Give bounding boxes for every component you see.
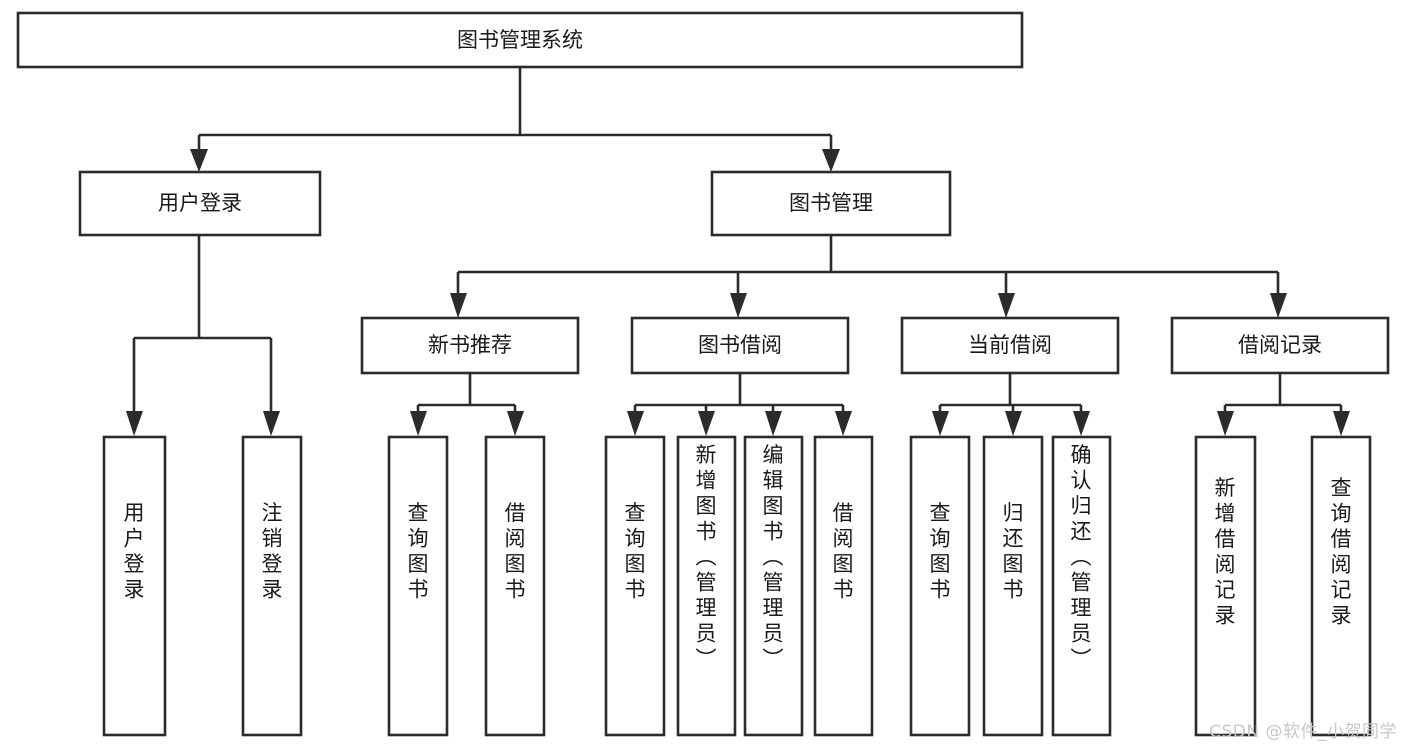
arrow-book-manage [822, 149, 840, 172]
node-leaf-query-book-3-label: 查询图书 [930, 501, 951, 602]
node-leaf-confirm-return-label: 确认归还︵管理员︶ [1071, 443, 1092, 671]
node-leaf-return-book-box [982, 435, 1044, 737]
connector-layer [126, 67, 1350, 436]
node-book-borrow-box [630, 316, 850, 375]
node-leaf-borrow-book-1-label: 借阅图书 [505, 501, 526, 602]
node-leaf-add-book-label: 新增图书︵管理员︶ [696, 443, 717, 671]
node-leaf-logout-box [241, 435, 303, 737]
node-user-login[interactable]: 用户登录 [78, 170, 322, 237]
node-book-manage-box [710, 170, 952, 237]
node-book-manage[interactable]: 图书管理 [710, 170, 952, 237]
arrow-leaf-confirm-return [1073, 411, 1090, 436]
node-root[interactable]: 图书管理系统 [16, 11, 1024, 69]
node-leaf-query-book-1[interactable]: 查询图书 [387, 435, 449, 737]
node-borrow-record-label: 借阅记录 [1238, 333, 1322, 357]
arrow-leaf-query-book-2 [627, 411, 644, 436]
leaf-layer: 用户登录 注销登录 查询图书 借阅图书 查询图书 新增图书︵管理员︶ [102, 435, 1372, 737]
node-leaf-query-book-1-box [387, 435, 449, 737]
node-leaf-edit-book-label: 编辑图书︵管理员︶ [763, 443, 784, 671]
node-leaf-edit-book[interactable]: 编辑图书︵管理员︶ [743, 435, 804, 737]
node-current-borrow-box [900, 316, 1120, 375]
node-leaf-query-book-2-box [604, 435, 666, 737]
arrow-book-borrow [730, 293, 747, 318]
arrow-borrow-record [1270, 293, 1287, 318]
node-leaf-add-book-box [676, 435, 737, 737]
node-book-borrow-label: 图书借阅 [698, 333, 782, 357]
arrow-leaf-query-book-3 [932, 411, 949, 436]
node-leaf-user-login-label: 用户登录 [124, 501, 145, 602]
node-leaf-query-record-label: 查询借阅记录 [1331, 476, 1352, 628]
arrow-user-login [190, 149, 208, 172]
node-new-book-rec-label: 新书推荐 [428, 333, 512, 357]
arrow-leaf-logout [263, 411, 280, 436]
node-leaf-query-book-3[interactable]: 查询图书 [909, 435, 971, 737]
arrow-leaf-edit-book [765, 411, 782, 436]
node-user-login-label: 用户登录 [158, 191, 242, 215]
node-leaf-borrow-book-1-box [484, 435, 546, 737]
arrow-leaf-query-book-1 [410, 411, 427, 436]
node-leaf-query-record-box [1310, 435, 1372, 737]
node-leaf-query-book-2[interactable]: 查询图书 [604, 435, 666, 737]
node-borrow-record-box [1170, 316, 1390, 375]
node-leaf-query-book-1-label: 查询图书 [408, 501, 429, 602]
node-leaf-add-book[interactable]: 新增图书︵管理员︶ [676, 435, 737, 737]
node-current-borrow-label: 当前借阅 [968, 333, 1052, 357]
node-leaf-logout-label: 注销登录 [262, 501, 283, 602]
node-current-borrow[interactable]: 当前借阅 [900, 316, 1120, 375]
node-leaf-query-book-3-box [909, 435, 971, 737]
node-leaf-logout[interactable]: 注销登录 [241, 435, 303, 737]
node-new-book-rec[interactable]: 新书推荐 [360, 316, 580, 375]
arrow-leaf-add-book [698, 411, 715, 436]
arrow-leaf-return-book [1005, 411, 1022, 436]
node-leaf-confirm-return[interactable]: 确认归还︵管理员︶ [1051, 435, 1112, 737]
node-leaf-add-record[interactable]: 新增借阅记录 [1194, 435, 1257, 737]
node-leaf-borrow-book-2[interactable]: 借阅图书 [813, 435, 874, 737]
node-leaf-borrow-book-2-box [813, 435, 874, 737]
node-new-book-rec-box [360, 316, 580, 375]
arrow-leaf-query-record [1333, 411, 1350, 436]
arrow-new-book-rec [450, 293, 467, 318]
node-leaf-query-record[interactable]: 查询借阅记录 [1310, 435, 1372, 737]
node-borrow-record[interactable]: 借阅记录 [1170, 316, 1390, 375]
node-user-login-box [78, 170, 322, 237]
node-leaf-edit-book-box [743, 435, 804, 737]
node-book-manage-label: 图书管理 [789, 191, 873, 215]
arrow-current-borrow [998, 293, 1015, 318]
arrow-leaf-add-record [1217, 411, 1234, 436]
node-leaf-user-login-box [102, 435, 167, 737]
arrow-leaf-borrow-book-2 [835, 411, 852, 436]
node-leaf-add-record-label: 新增借阅记录 [1215, 476, 1236, 628]
node-leaf-add-record-box [1194, 435, 1257, 737]
node-leaf-borrow-book-2-label: 借阅图书 [833, 501, 854, 602]
node-root-box [16, 11, 1024, 69]
arrow-leaf-user-login [126, 411, 143, 436]
node-leaf-query-book-2-label: 查询图书 [625, 501, 646, 602]
node-leaf-return-book-label: 归还图书 [1003, 501, 1024, 602]
node-leaf-return-book[interactable]: 归还图书 [982, 435, 1044, 737]
node-leaf-user-login[interactable]: 用户登录 [102, 435, 167, 737]
node-leaf-borrow-book-1[interactable]: 借阅图书 [484, 435, 546, 737]
node-leaf-confirm-return-box [1051, 435, 1112, 737]
node-book-borrow[interactable]: 图书借阅 [630, 316, 850, 375]
node-root-label: 图书管理系统 [457, 28, 583, 52]
arrow-leaf-borrow-book-1 [507, 411, 524, 436]
